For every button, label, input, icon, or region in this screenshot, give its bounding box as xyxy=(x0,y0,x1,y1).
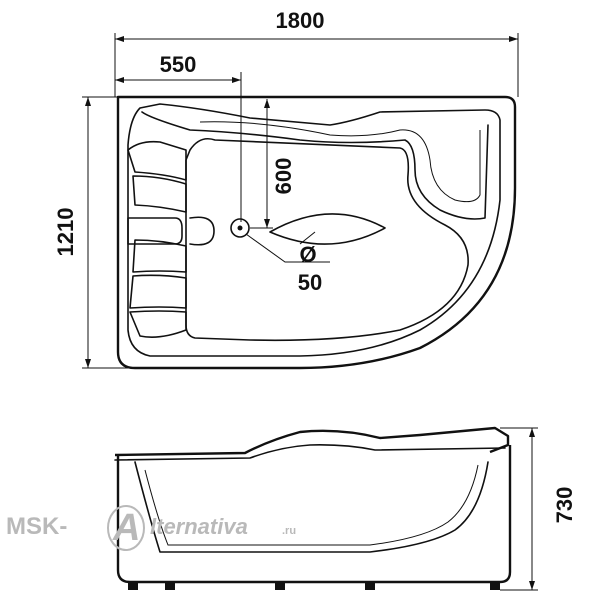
side-rim-line xyxy=(114,444,506,461)
basin-contour xyxy=(185,137,469,342)
side-top-edge xyxy=(114,426,510,457)
foot-5 xyxy=(490,582,500,590)
overflow-fitting xyxy=(127,217,183,245)
armrest-opening xyxy=(269,213,386,245)
side-inner-basin-2 xyxy=(144,464,479,546)
watermark-logo-letter: A xyxy=(112,507,140,549)
tub-inner-rim xyxy=(127,103,501,357)
diameter-slash xyxy=(299,231,316,245)
foot-2 xyxy=(165,582,175,590)
backrest-contour xyxy=(141,111,489,220)
side-view xyxy=(114,426,538,591)
drain-circle xyxy=(230,218,250,238)
dim-drain-offset-y: 600 xyxy=(271,158,296,195)
dim-drain-offset-x: 550 xyxy=(160,52,197,77)
side-inner-basin xyxy=(134,461,489,553)
watermark-prefix: MSK- xyxy=(6,513,67,540)
top-view xyxy=(116,95,517,370)
watermark-suffix: lternativa xyxy=(150,514,248,539)
dim-diameter-symbol: Ø xyxy=(299,242,316,267)
overflow-dome xyxy=(189,216,215,246)
dim-total-length: 1800 xyxy=(276,8,325,33)
dim-height: 730 xyxy=(552,487,577,524)
drain-leader-line xyxy=(245,233,330,263)
dimension-lines-top xyxy=(82,33,519,369)
foot-1 xyxy=(128,582,138,590)
dim-total-width: 1210 xyxy=(53,208,78,257)
foot-3 xyxy=(275,582,285,590)
side-outer-body xyxy=(116,445,512,584)
drain-center xyxy=(237,225,243,231)
watermark-logo-ring xyxy=(107,505,145,551)
watermark: MSK- A lternativa .ru xyxy=(6,505,296,551)
dim-diameter-value: 50 xyxy=(298,270,322,295)
backrest-inner-contour xyxy=(199,121,481,203)
watermark-tld: .ru xyxy=(282,525,296,537)
headrest-slats xyxy=(127,140,187,338)
foot-4 xyxy=(365,582,375,590)
